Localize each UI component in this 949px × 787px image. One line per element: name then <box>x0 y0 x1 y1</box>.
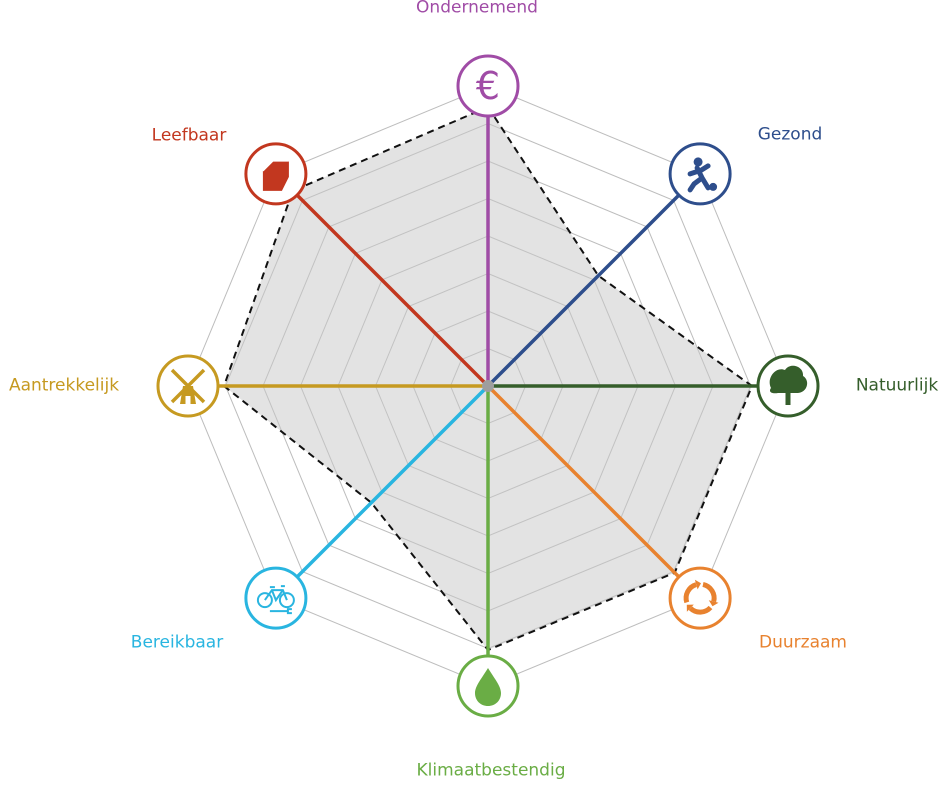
axis-line-duurzaam <box>486 384 702 600</box>
icon-glyph-leefbaar-body <box>262 160 289 191</box>
recycle-icon <box>668 566 732 630</box>
axis-label-bereikbaar: Bereikbaar <box>130 632 224 653</box>
icon-glyph-duurzaam-arc-0 <box>702 581 717 603</box>
icon-glyph-duurzaam-arrow-1 <box>686 604 694 612</box>
bicycle-icon <box>244 566 308 630</box>
axis-line-gezond <box>486 172 702 388</box>
radar-axes <box>188 86 788 686</box>
icon-glyph-klimaatbestendig <box>475 668 501 706</box>
windmill-icon <box>156 354 220 418</box>
axis-label-klimaatbestendig: Klimaatbestendig <box>416 760 566 781</box>
icon-glyph-gezond-ball <box>709 182 718 191</box>
center-dot <box>482 380 494 392</box>
icon-glyph-ondernemend: € <box>476 64 500 108</box>
axis-label-ondernemend: Ondernemend <box>416 0 538 18</box>
tree-icon <box>756 354 820 418</box>
football-player-icon <box>668 142 732 206</box>
icon-glyph-duurzaam-arrow-2 <box>694 579 701 590</box>
euro-icon: € <box>456 54 520 118</box>
icon-glyph-bereikbaar-plug <box>269 608 292 615</box>
radar-icons: € <box>156 54 820 718</box>
icon-glyph-natuurlijk-trunk <box>785 391 791 405</box>
icon-glyph-duurzaam-arrow-0 <box>708 600 719 607</box>
axis-label-gezond: Gezond <box>757 124 823 145</box>
water-drop-icon <box>456 654 520 718</box>
icon-glyph-bereikbaar-frame <box>264 585 288 603</box>
icon-glyph-duurzaam-arc-1 <box>688 605 713 615</box>
icon-glyph-bereikbaar-wheel-back <box>256 592 273 609</box>
axis-line-bereikbaar <box>274 384 490 600</box>
axis-label-aantrekkelijk: Aantrekkelijk <box>8 375 120 396</box>
icon-glyph-aantrekkelijk-door <box>185 396 191 404</box>
icon-glyph-gezond-head <box>693 157 703 167</box>
house-icon <box>244 142 308 206</box>
icon-glyph-bereikbaar-wheel-front <box>278 592 295 609</box>
icon-glyph-duurzaam-arc-2 <box>683 582 698 604</box>
icon-glyph-natuurlijk-crown <box>769 365 808 394</box>
icon-glyph-gezond-body <box>687 163 711 193</box>
euro-icon-ring <box>456 54 520 118</box>
icon-glyph-aantrekkelijk-blades <box>170 368 206 404</box>
axis-label-leefbaar: Leefbaar <box>151 125 227 146</box>
axis-label-duurzaam: Duurzaam <box>759 632 847 653</box>
axis-label-natuurlijk: Natuurlijk <box>855 375 939 396</box>
icon-glyph-leefbaar-roof <box>262 160 289 172</box>
axis-line-leefbaar <box>274 172 490 388</box>
recycle-icon-ring <box>668 566 732 630</box>
